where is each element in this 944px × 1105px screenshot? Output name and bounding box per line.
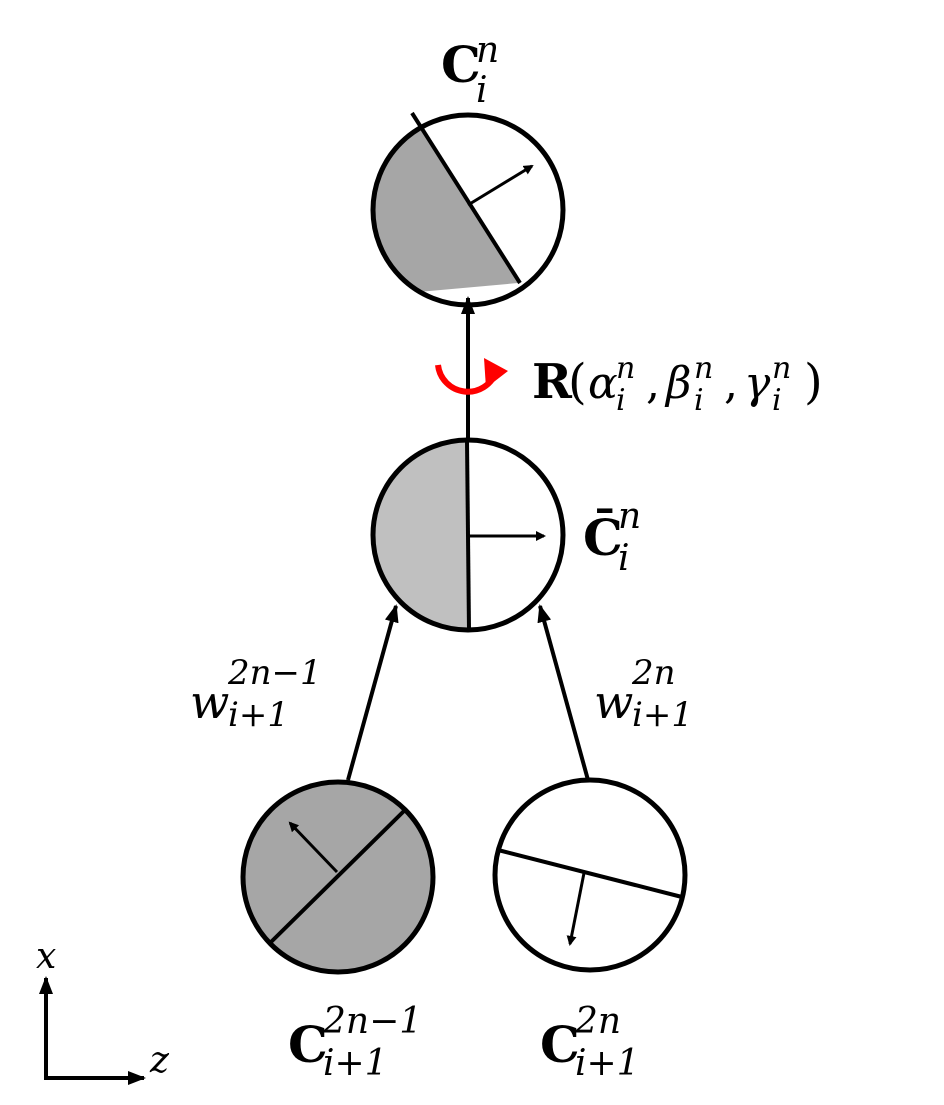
middle-node-shaded-half: [373, 440, 468, 630]
rotation-alpha-sup: n: [616, 351, 635, 386]
axes: x z: [36, 936, 170, 1085]
middle-node-subscript: i: [618, 538, 630, 579]
rotation-close-paren: ): [804, 354, 823, 410]
bottom-right-node-superscript: 2n: [574, 1001, 621, 1042]
top-node-subscript: i: [476, 70, 488, 111]
rotation-gamma-sub: i: [772, 383, 782, 418]
rotation-gamma-sup: n: [772, 351, 791, 386]
right-weight-subscript: i+1: [632, 695, 693, 735]
rotation-arrowhead-icon: [484, 358, 508, 388]
bottom-left-node: [240, 779, 436, 975]
rotation-open-paren: (: [568, 354, 587, 410]
top-node-label: C: [441, 35, 481, 94]
left-weight-subscript: i+1: [228, 695, 289, 735]
left-weight-superscript: 2n−1: [227, 653, 322, 693]
top-node-superscript: n: [476, 30, 499, 71]
bottom-left-node-subscript: i+1: [323, 1043, 388, 1084]
middle-node: [370, 437, 566, 633]
right-weight-superscript: 2n: [631, 653, 676, 693]
z-axis-label: z: [149, 1040, 170, 1081]
bottom-left-node-symbol: C: [288, 1015, 328, 1074]
middle-node-symbol: C̄: [583, 507, 623, 567]
right-weight-base: w: [594, 675, 633, 729]
bottom-right-normal-arrow: [566, 872, 586, 946]
rotation-alpha-sub: i: [616, 383, 626, 418]
rotation-beta-sub: i: [694, 383, 704, 418]
right-weight-edge: [537, 604, 590, 781]
top-node: [370, 111, 566, 308]
x-axis-label: x: [36, 936, 56, 977]
bottom-right-node-subscript: i+1: [575, 1043, 640, 1084]
rotation-label: R ( α n i , β n i , γ n i ): [532, 351, 823, 418]
rotation-beta: β: [664, 358, 691, 409]
top-node-normal-arrow: [467, 164, 534, 207]
middle-node-superscript: n: [618, 496, 641, 537]
top-node-symbol: C: [441, 35, 481, 94]
rotation-alpha: α: [588, 358, 618, 409]
bottom-right-node: [492, 777, 688, 973]
bottom-left-node-superscript: 2n−1: [322, 1001, 422, 1042]
rotation-comma-1: ,: [646, 358, 660, 409]
rotation-beta-sup: n: [694, 351, 713, 386]
rotation-gamma: γ: [744, 358, 771, 409]
rotation-comma-2: ,: [724, 358, 738, 409]
bottom-left-normal-arrow: [288, 821, 339, 874]
left-weight-edge: [346, 604, 399, 781]
left-weight-base: w: [190, 675, 229, 729]
rotation-symbol: R: [532, 354, 573, 410]
bottom-right-node-symbol: C: [540, 1015, 580, 1074]
